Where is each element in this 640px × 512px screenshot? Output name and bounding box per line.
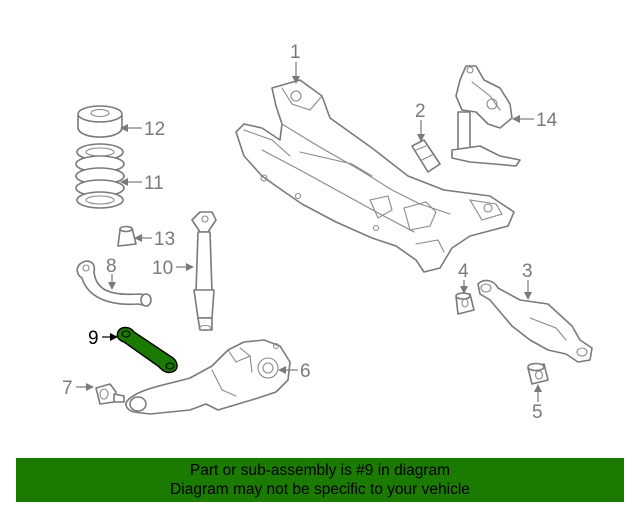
callout-2: 2: [415, 101, 426, 122]
callout-8: 8: [106, 256, 117, 277]
callout-6: 6: [300, 361, 311, 382]
callout-5: 5: [532, 402, 543, 423]
part-1-subframe[interactable]: [235, 79, 515, 273]
callout-3: 3: [522, 261, 533, 282]
part-13-bump-stop[interactable]: [117, 225, 137, 247]
part-14-sensor-bracket[interactable]: [451, 65, 521, 167]
callout-12: 12: [144, 119, 165, 140]
callout-11: 11: [144, 173, 164, 194]
part-2-bracket[interactable]: [411, 139, 441, 173]
part-5-bushing[interactable]: [527, 362, 549, 385]
part-4-bushing[interactable]: [455, 292, 475, 315]
banner-line-1: Part or sub-assembly is #9 in diagram: [189, 462, 451, 479]
banner-line-2: Diagram may not be specific to your vehi…: [170, 481, 470, 498]
callout-9: 9: [88, 328, 99, 349]
part-11-coil-spring[interactable]: [75, 143, 125, 209]
callout-labels: 1 2 3 4 5 6 7 8 9 10 11 12 13 14: [62, 42, 558, 423]
part-10-shock-absorber[interactable]: [191, 211, 217, 332]
part-9-control-arm[interactable]: [116, 326, 178, 374]
callout-13: 13: [154, 229, 175, 250]
callout-14: 14: [536, 110, 558, 131]
part-6-trailing-arm[interactable]: [125, 339, 291, 415]
part-12-spring-seat[interactable]: [77, 105, 123, 138]
callout-7: 7: [62, 378, 73, 399]
info-banner: Part or sub-assembly is #9 in diagram Di…: [16, 458, 624, 502]
leader-lines: [76, 62, 542, 402]
part-8-upper-arm[interactable]: [76, 260, 152, 307]
part-7-bushing[interactable]: [95, 383, 125, 405]
callout-10: 10: [152, 258, 173, 279]
callout-4: 4: [458, 261, 469, 282]
callout-1: 1: [290, 42, 301, 63]
part-3-lower-arm[interactable]: [477, 279, 593, 363]
parts-diagram: 1 2 3 4 5 6 7 8 9 10 11 12 13 14: [62, 42, 593, 423]
